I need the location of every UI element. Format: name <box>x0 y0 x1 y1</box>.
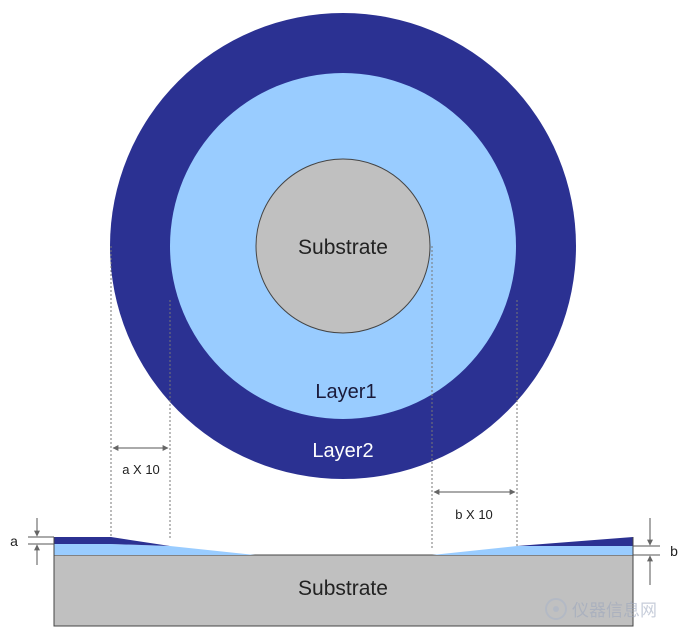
watermark-logo-icon-dot <box>553 606 559 612</box>
b-thickness-marker <box>633 518 660 585</box>
substrate-core <box>255 158 431 334</box>
watermark-text: 仪器信息网 <box>572 601 657 620</box>
right-layer1-strip <box>432 546 633 555</box>
b-thickness-label: b <box>670 543 678 559</box>
a-x10-dimension: a X 10 <box>112 445 169 477</box>
left-layer2-strip <box>54 537 170 546</box>
right-layer2-strip <box>517 537 633 546</box>
watermark: 仪器信息网 <box>545 598 657 620</box>
a-thickness-marker <box>28 518 54 565</box>
b-x10-dimension: b X 10 <box>433 489 516 522</box>
layer2-label: Layer2 <box>312 440 373 462</box>
circular-cross-section: Substrate Layer1 Layer2 <box>110 13 576 479</box>
a-thickness-label: a <box>10 533 18 549</box>
linear-cross-section: Substrate <box>53 537 634 627</box>
b-x10-label: b X 10 <box>455 507 493 522</box>
substrate-slab <box>53 554 634 627</box>
watermark-logo-icon <box>545 598 567 620</box>
layer1-label: Layer1 <box>315 381 376 403</box>
left-layer1-strip <box>54 544 255 555</box>
substrate-core-label: Substrate <box>298 236 388 259</box>
a-x10-label: a X 10 <box>122 462 160 477</box>
substrate-slab-label: Substrate <box>298 577 388 600</box>
projection-lines <box>110 246 518 548</box>
